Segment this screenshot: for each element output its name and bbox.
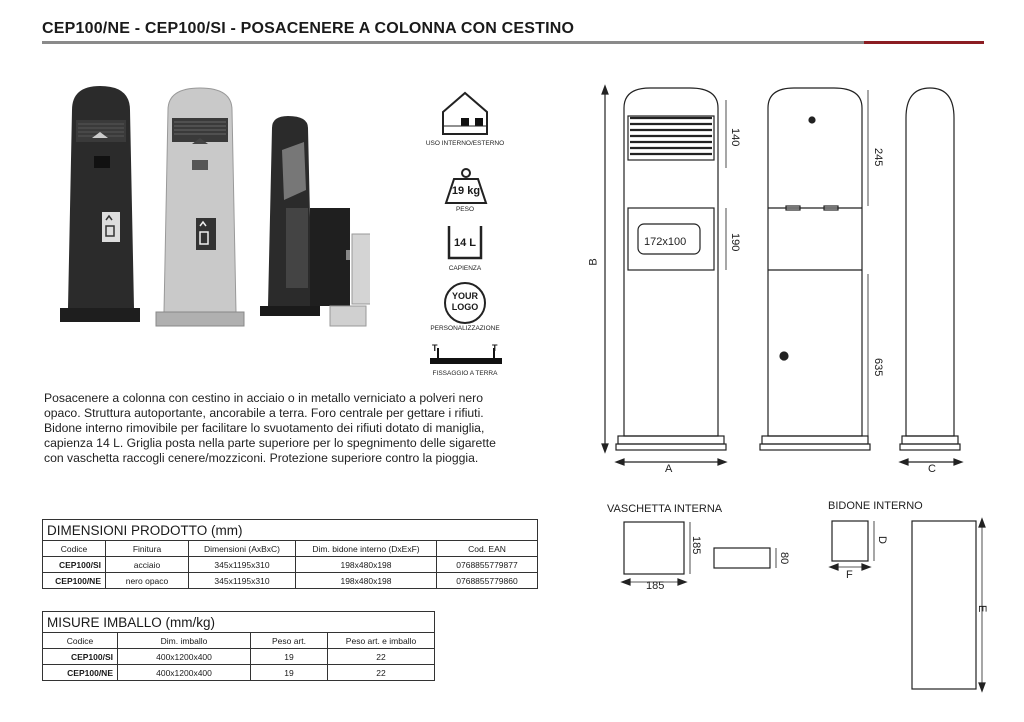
dim-label-245: 245: [872, 148, 884, 167]
description-line: opaco. Struttura autoportante, ancorabil…: [44, 406, 484, 420]
table-cell: 400x1200x400: [117, 664, 251, 681]
icon-label-weight: PESO: [455, 206, 475, 213]
dim-label-b: B: [587, 258, 600, 266]
table-header: Codice: [42, 540, 106, 557]
open-column-photo: [260, 116, 370, 327]
packing-table: MISURE IMBALLO (mm/kg) Codice Dim. imbal…: [42, 611, 435, 681]
dim-label-c: C: [928, 463, 936, 475]
bidone-dim-e: E: [976, 605, 988, 613]
black-column-photo: [60, 86, 140, 322]
title-rule: [42, 41, 864, 44]
table-row: CEP100/NE nero opaco 345x1195x310 198x48…: [42, 572, 538, 589]
table-cell: 0768855779860: [436, 572, 538, 589]
weight-icon: [444, 168, 488, 204]
anchor-t-right: T: [492, 343, 498, 353]
table-cell: 22: [327, 664, 435, 681]
weight-value: 19 kg: [451, 185, 481, 197]
product-description: Posacenere a colonna con cestino in acci…: [44, 391, 564, 466]
table-header: Peso art.: [250, 632, 328, 649]
icon-label-anchor: FISSAGGIO A TERRA: [432, 370, 498, 377]
logo-icon: [444, 282, 486, 324]
table-row: CEP100/NE 400x1200x400 19 22: [42, 664, 435, 681]
description-line: con vaschetta raccogli cenere/mozziconi.…: [44, 451, 479, 465]
dim-label-635: 635: [872, 358, 884, 377]
logo-text-line1: YOUR: [451, 291, 478, 301]
table-cell: 198x480x198: [295, 556, 437, 573]
table-header: Dim. bidone interno (DxExF): [295, 540, 437, 557]
vaschetta-dim-80: 80: [778, 552, 790, 565]
table-header: Cod. EAN: [436, 540, 538, 557]
vaschetta-title: VASCHETTA INTERNA: [607, 503, 723, 515]
logo-text-line2: LOGO: [451, 302, 479, 312]
vaschetta-dim-185h: 185: [690, 536, 702, 555]
table-header-row: Codice Finitura Dimensioni (AxBxC) Dim. …: [42, 540, 538, 557]
table-cell: nero opaco: [105, 572, 189, 589]
dim-label-a: A: [665, 463, 673, 475]
table-header: Peso art. e imballo: [327, 632, 435, 649]
bidone-title: BIDONE INTERNO: [828, 500, 923, 512]
icon-label-custom: PERSONALIZZAZIONE: [430, 325, 500, 332]
table-row: CEP100/SI 400x1200x400 19 22: [42, 648, 435, 665]
description-line: Bidone interno rimovibile per facilitare…: [44, 421, 485, 435]
anchor-icon: [430, 348, 502, 364]
table-row: CEP100/SI acciaio 345x1195x310 198x480x1…: [42, 556, 538, 573]
bidone-dim-d: D: [876, 536, 888, 544]
house-icon: [442, 91, 488, 135]
table-cell: 19: [250, 648, 328, 665]
technical-drawing: [601, 84, 964, 466]
anchor-t-left: T: [432, 343, 438, 353]
dim-label-190: 190: [729, 233, 741, 252]
bidone-dim-f: F: [846, 569, 853, 581]
table-header: Finitura: [105, 540, 189, 557]
table-header: Dimensioni (AxBxC): [188, 540, 296, 557]
logo-text: YOUR LOGO: [443, 291, 487, 313]
bin-icon: [447, 226, 483, 260]
table-cell: 198x480x198: [295, 572, 437, 589]
table-cell: CEP100/SI: [42, 556, 106, 573]
table-header: Codice: [42, 632, 118, 649]
table-cell: 19: [250, 664, 328, 681]
dim-label-172x100: 172x100: [644, 236, 687, 248]
dim-label-140: 140: [729, 128, 741, 147]
table-cell: 400x1200x400: [117, 648, 251, 665]
description-line: Posacenere a colonna con cestino in acci…: [44, 391, 484, 405]
table-caption: MISURE IMBALLO (mm/kg): [42, 611, 435, 633]
capacity-value: 14 L: [453, 237, 476, 249]
table-cell: CEP100/NE: [42, 664, 118, 681]
steel-column-photo: [155, 87, 245, 327]
table-caption: DIMENSIONI PRODOTTO (mm): [42, 519, 538, 541]
vaschetta-drawing: [620, 521, 777, 586]
icon-label-capacity: CAPIENZA: [448, 265, 482, 272]
bidone-drawing: [828, 517, 986, 693]
table-cell: acciaio: [105, 556, 189, 573]
title-rule-accent: [864, 41, 984, 44]
icon-label-use: USO INTERNO/ESTERNO: [425, 140, 505, 147]
vaschetta-dim-185w: 185: [646, 580, 665, 592]
table-header-row: Codice Dim. imballo Peso art. Peso art. …: [42, 632, 435, 649]
page-title: CEP100/NE - CEP100/SI - POSACENERE A COL…: [42, 20, 575, 37]
table-cell: 345x1195x310: [188, 556, 296, 573]
table-cell: CEP100/SI: [42, 648, 118, 665]
table-cell: 345x1195x310: [188, 572, 296, 589]
table-header: Dim. imballo: [117, 632, 251, 649]
table-cell: 22: [327, 648, 435, 665]
product-photo: [60, 86, 370, 327]
description-line: capienza 14 L. Griglia posta nella parte…: [44, 436, 496, 450]
table-cell: CEP100/NE: [42, 572, 106, 589]
product-dimensions-table: DIMENSIONI PRODOTTO (mm) Codice Finitura…: [42, 519, 538, 589]
table-cell: 0768855779877: [436, 556, 538, 573]
